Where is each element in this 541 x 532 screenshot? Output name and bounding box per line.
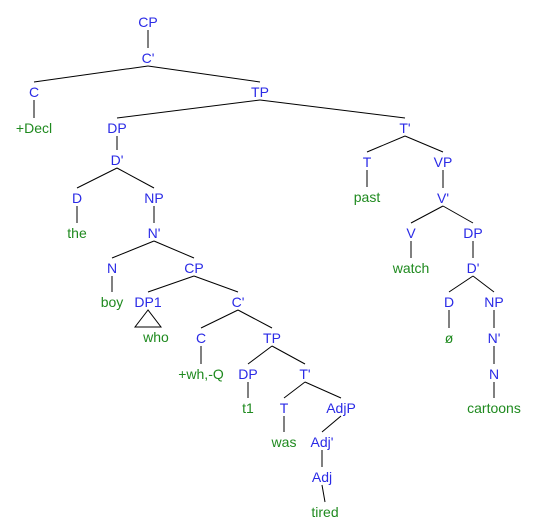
word-was: was — [271, 434, 297, 450]
word-plus-wh-q: +wh,-Q — [178, 366, 224, 382]
node-t: T — [363, 154, 372, 170]
node-vp: VP — [434, 154, 453, 170]
tree-branch — [247, 345, 273, 365]
node-tp: TP — [251, 84, 269, 100]
node-n-bar: N' — [148, 225, 161, 241]
tree-branch — [76, 167, 118, 189]
node-v: V — [406, 225, 416, 241]
tree-branch — [193, 275, 239, 293]
word-the: the — [67, 225, 87, 241]
word-past: past — [354, 189, 381, 205]
tree-branch — [404, 135, 444, 153]
node-adj: Adj — [312, 469, 332, 485]
node-c: C — [196, 330, 206, 346]
word-who: who — [142, 329, 169, 345]
node-c-bar: C' — [142, 50, 155, 66]
node-cp: CP — [138, 14, 157, 30]
node-adj-bar: Adj' — [311, 434, 334, 450]
node-np: NP — [144, 190, 163, 206]
node-n: N — [107, 260, 117, 276]
node-v-bar: V' — [437, 190, 449, 206]
tree-branch — [472, 275, 495, 293]
node-dp: DP — [463, 225, 482, 241]
tree-branch — [116, 167, 155, 189]
tree-branch — [237, 309, 273, 329]
node-n-bar: N' — [488, 330, 501, 346]
word-boy: boy — [101, 294, 124, 310]
tree-triangle — [133, 309, 163, 328]
tree-branch — [153, 240, 195, 259]
tree-branch — [147, 65, 261, 83]
node-dp: DP — [107, 120, 126, 136]
word-null: ø — [445, 330, 454, 346]
tree-branch — [410, 205, 444, 224]
word-t1: t1 — [242, 400, 254, 416]
word-cartoons: cartoons — [467, 400, 521, 416]
tree-branch — [321, 484, 326, 503]
node-d-bar: D' — [467, 260, 480, 276]
tree-branch — [116, 99, 261, 119]
tree-branch — [366, 135, 406, 153]
tree-branch — [200, 309, 239, 329]
tree-branch — [321, 415, 342, 433]
node-d-bar: D' — [111, 152, 124, 168]
node-c-bar: C' — [232, 294, 245, 310]
tree-branch — [111, 240, 155, 259]
node-t: T — [280, 400, 289, 416]
word-watch: watch — [392, 260, 430, 276]
node-t-bar: T' — [399, 120, 410, 136]
node-dp: DP — [238, 366, 257, 382]
node-c: C — [29, 84, 39, 100]
node-cp: CP — [184, 260, 203, 276]
node-n: N — [489, 366, 499, 382]
tree-branch — [259, 99, 406, 119]
node-d: D — [444, 294, 454, 310]
node-dp1: DP1 — [134, 294, 161, 310]
node-t-bar: T' — [299, 366, 310, 382]
node-tp: TP — [263, 330, 281, 346]
tree-branch — [147, 275, 195, 293]
tree-branch — [33, 65, 149, 83]
node-d: D — [72, 190, 82, 206]
node-adjp: AdjP — [326, 400, 356, 416]
word-plus-decl: +Decl — [16, 120, 52, 136]
tree-branch — [304, 381, 342, 399]
tree-branch — [271, 345, 306, 365]
tree-branch — [448, 275, 474, 293]
tree-branch — [442, 205, 474, 224]
word-tired: tired — [311, 504, 338, 520]
tree-branch — [283, 381, 306, 399]
node-np: NP — [484, 294, 503, 310]
